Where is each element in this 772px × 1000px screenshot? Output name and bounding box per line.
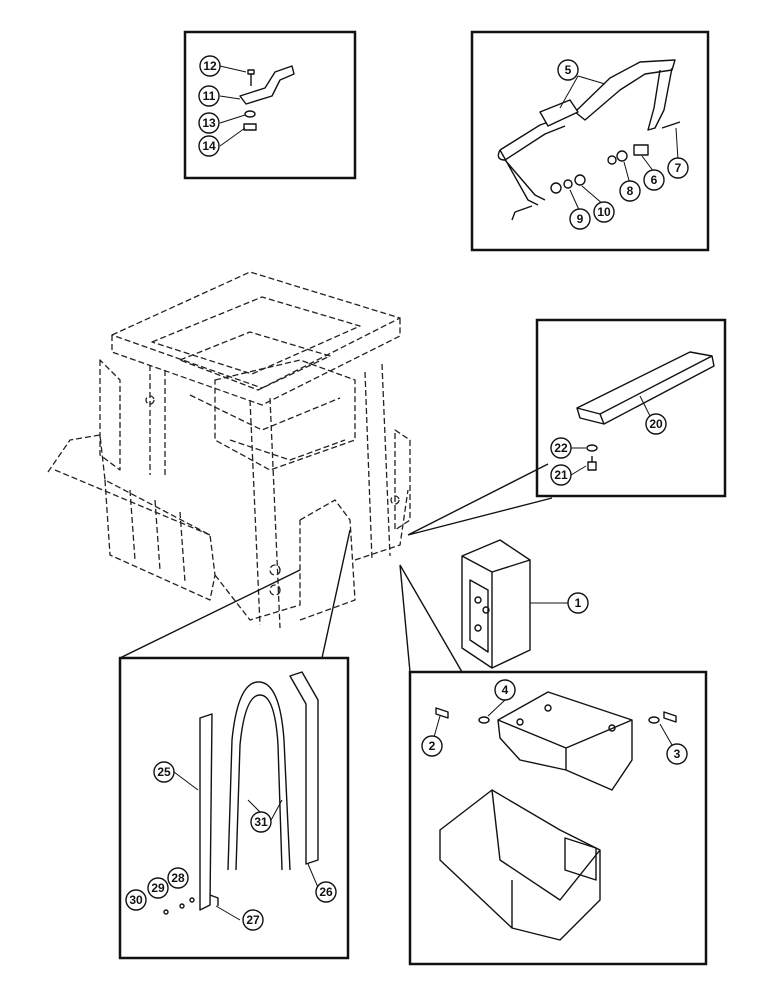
bolt-part [435,707,449,719]
callout-4: 4 [494,679,516,701]
tool-box-drawing [461,539,568,669]
svg-text:25: 25 [157,765,171,779]
svg-text:13: 13 [202,116,216,130]
svg-text:27: 27 [246,913,260,927]
callout-12: 12 [199,55,221,77]
callout-30: 30 [125,889,147,911]
upper-bracket-part [497,691,633,791]
svg-text:11: 11 [203,89,216,103]
svg-text:2: 2 [429,739,436,753]
callout-7: 7 [667,157,689,179]
callout-10: 10 [593,201,615,223]
svg-text:6: 6 [651,173,658,187]
svg-text:3: 3 [674,747,681,761]
washer-part [478,716,490,724]
callout-2: 2 [421,735,443,757]
screw-part [587,456,597,471]
inset-seat-belt [470,30,710,252]
callout-1: 1 [567,592,589,614]
callout-13: 13 [198,112,220,134]
bracket-part [239,65,295,105]
callout-11: 11 [198,85,220,107]
callout-14: 14 [198,135,220,157]
strip-part-25 [199,713,213,911]
inset-door-seal [118,529,351,960]
callout-22: 22 [550,437,572,459]
svg-text:26: 26 [319,885,333,899]
svg-text:12: 12 [203,59,217,73]
callout-21: 21 [550,464,572,486]
inset-channel [407,318,727,536]
nut-part [243,123,257,131]
svg-text:5: 5 [565,63,572,77]
svg-text:8: 8 [627,184,634,198]
callout-31: 31 [250,811,272,833]
callout-28: 28 [167,867,189,889]
callout-8: 8 [619,180,641,202]
callout-26: 26 [315,881,337,903]
svg-text:9: 9 [577,212,584,226]
callout-27: 27 [242,909,264,931]
callout-6: 6 [643,169,665,191]
svg-text:31: 31 [254,815,268,829]
cab-frame-drawing [47,271,411,629]
seal-part-31 [227,681,291,871]
inset-frame [470,30,710,252]
tool-box-part [461,539,531,669]
svg-text:7: 7 [675,161,682,175]
inset-frame [535,318,727,498]
washer-part [244,110,256,118]
svg-text:14: 14 [202,139,216,153]
strip-part-26 [289,671,319,865]
anchor-bolt-part [511,121,681,221]
svg-text:20: 20 [649,417,663,431]
callout-3: 3 [666,743,688,765]
svg-text:28: 28 [171,871,185,885]
bolt-part [247,69,255,86]
washer-part [586,444,598,452]
buckle-part [539,99,579,127]
callout-20: 20 [645,413,667,435]
svg-text:10: 10 [597,205,611,219]
callout-9: 9 [569,208,591,230]
svg-text:30: 30 [129,893,143,907]
svg-text:22: 22 [554,441,568,455]
inset-mount-bracket [399,564,708,966]
svg-text:29: 29 [151,881,165,895]
svg-text:4: 4 [502,683,509,697]
callout-5: 5 [557,59,579,81]
callout-29: 29 [147,877,169,899]
svg-text:21: 21 [554,468,568,482]
lower-bracket-part [439,789,601,941]
svg-text:1: 1 [575,596,582,610]
callout-25: 25 [153,761,175,783]
